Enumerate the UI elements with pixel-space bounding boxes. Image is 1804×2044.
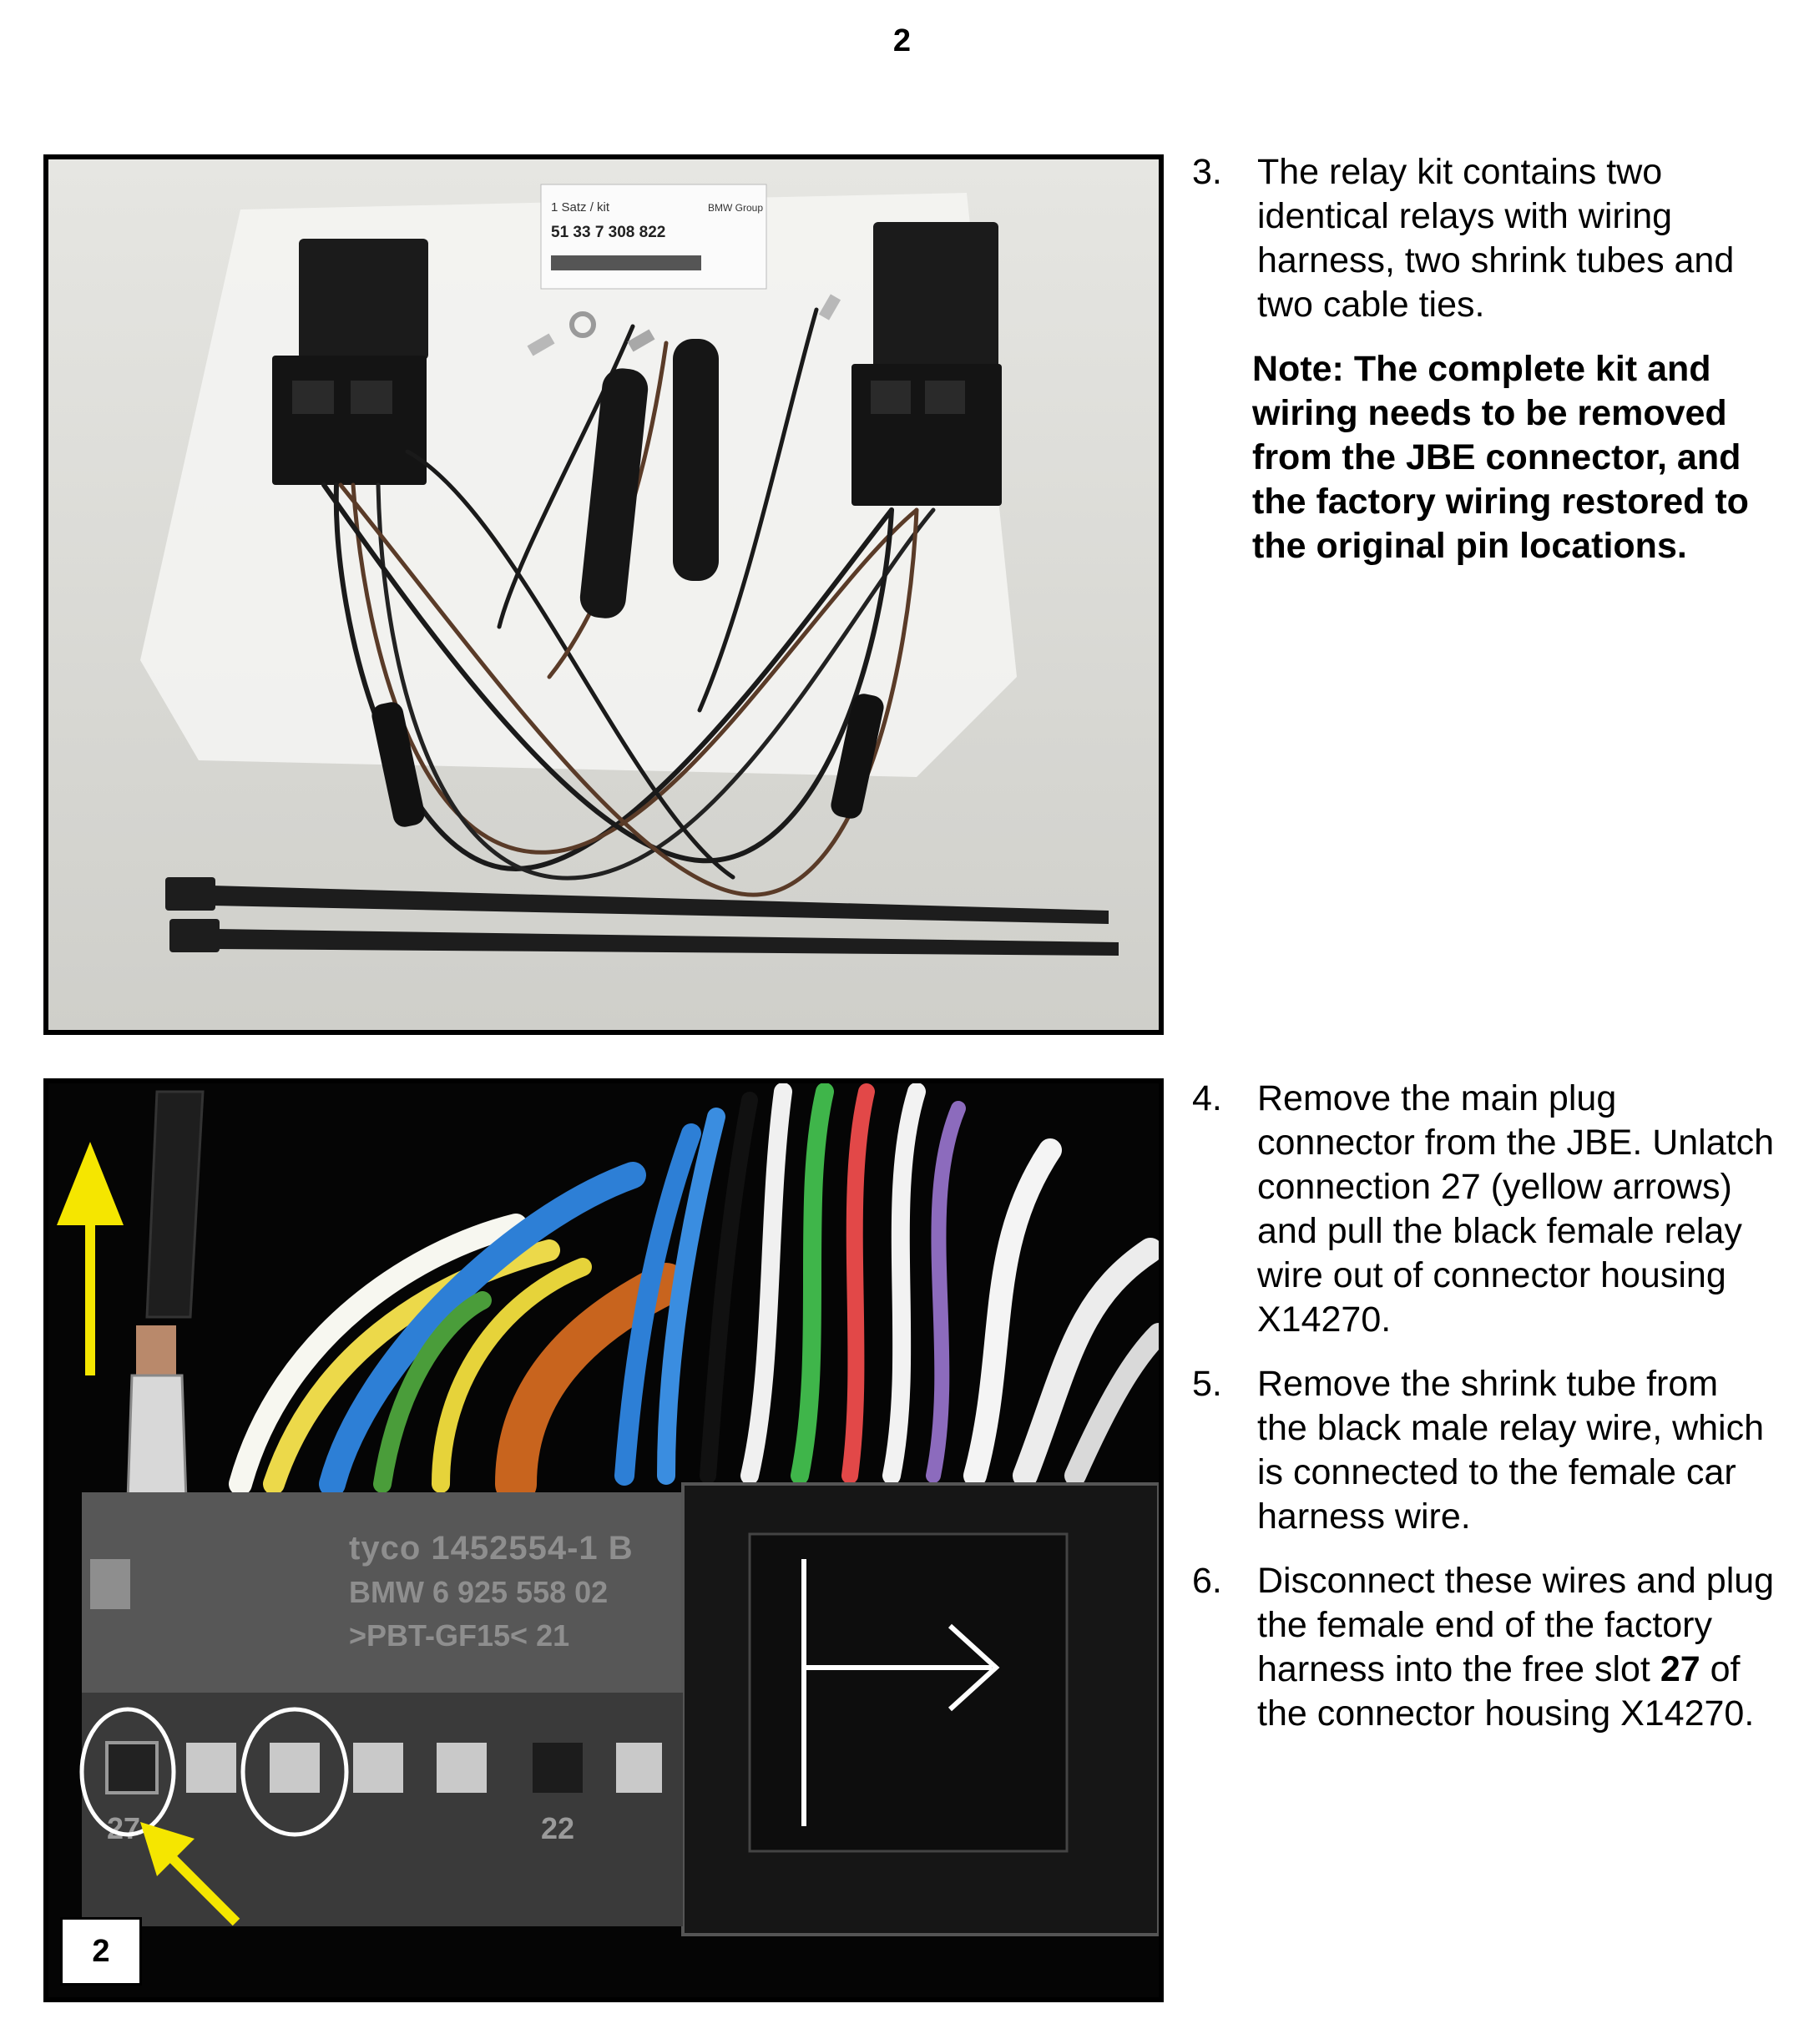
step-block-top: 3. The relay kit contains two identical …	[1192, 150, 1776, 568]
shrink-tube-2	[673, 339, 719, 581]
step-text: Remove the shrink tube from the black ma…	[1257, 1364, 1765, 1537]
right-relay-body	[873, 222, 998, 372]
relay-kit-illustration: 1 Satz / kit 51 33 7 308 822 BMW Group	[48, 159, 1159, 1030]
step-text-post: of the connector housing X14270.	[1257, 1649, 1755, 1734]
step-number: 4.	[1192, 1078, 1222, 1118]
step-text: Remove the main plug connector from the …	[1257, 1078, 1775, 1340]
kit-label-brand: BMW Group	[708, 202, 763, 214]
shrink-tube-1	[579, 368, 649, 618]
step-number: 6.	[1192, 1561, 1222, 1601]
relay-kit-photo: 1 Satz / kit 51 33 7 308 822 BMW Group	[43, 154, 1164, 1035]
left-relay-body	[299, 239, 428, 360]
step-number: 3.	[1192, 152, 1222, 192]
connector-marking-line1: tyco 1452554-1 B	[349, 1530, 634, 1567]
step-number: 5.	[1192, 1364, 1222, 1404]
step-6: 6. Disconnect these wires and plug the f…	[1192, 1559, 1776, 1736]
yellow-arrow-up-icon	[57, 1142, 124, 1375]
kit-label-line1: 1 Satz / kit	[551, 200, 610, 214]
note: Note: The complete kit and wiring needs …	[1252, 349, 1749, 566]
page-number: 2	[892, 23, 912, 58]
connector-illustration: tyco 1452554-1 B BMW 6 925 558 02 >PBT-G…	[48, 1083, 1159, 1997]
step-5: 5. Remove the shrink tube from the black…	[1192, 1362, 1776, 1539]
step-text-pre: Disconnect these wires and plug the fema…	[1257, 1561, 1775, 1689]
pin-label-27: 27	[107, 1811, 140, 1845]
connector-marking-line2: BMW 6 925 558 02	[349, 1575, 608, 1609]
step-3: 3. The relay kit contains two identical …	[1192, 150, 1776, 327]
highlight-circle-pin-27	[79, 1707, 176, 1837]
yellow-arrow-diagonal-icon	[140, 1822, 240, 1926]
step-block-bottom: 4. Remove the main plug connector from t…	[1192, 1077, 1776, 1756]
cable-ties	[165, 877, 1119, 956]
connector-photo: tyco 1452554-1 B BMW 6 925 558 02 >PBT-G…	[43, 1078, 1164, 2002]
barcode-icon	[551, 255, 701, 270]
highlight-circle-pin	[240, 1707, 349, 1837]
step-text: Disconnect these wires and plug the fema…	[1257, 1559, 1776, 1736]
kit-label-part-number: 51 33 7 308 822	[551, 224, 665, 241]
step-4: 4. Remove the main plug connector from t…	[1192, 1077, 1776, 1342]
white-arrow-right-icon	[801, 1559, 1000, 1826]
step-text: The relay kit contains two identical rel…	[1257, 152, 1735, 325]
slot-number: 27	[1660, 1649, 1700, 1689]
connector-marking-line3: >PBT-GF15< 21	[349, 1618, 569, 1653]
pin-label-22: 22	[541, 1811, 574, 1845]
figure-badge: 2	[60, 1917, 142, 1986]
